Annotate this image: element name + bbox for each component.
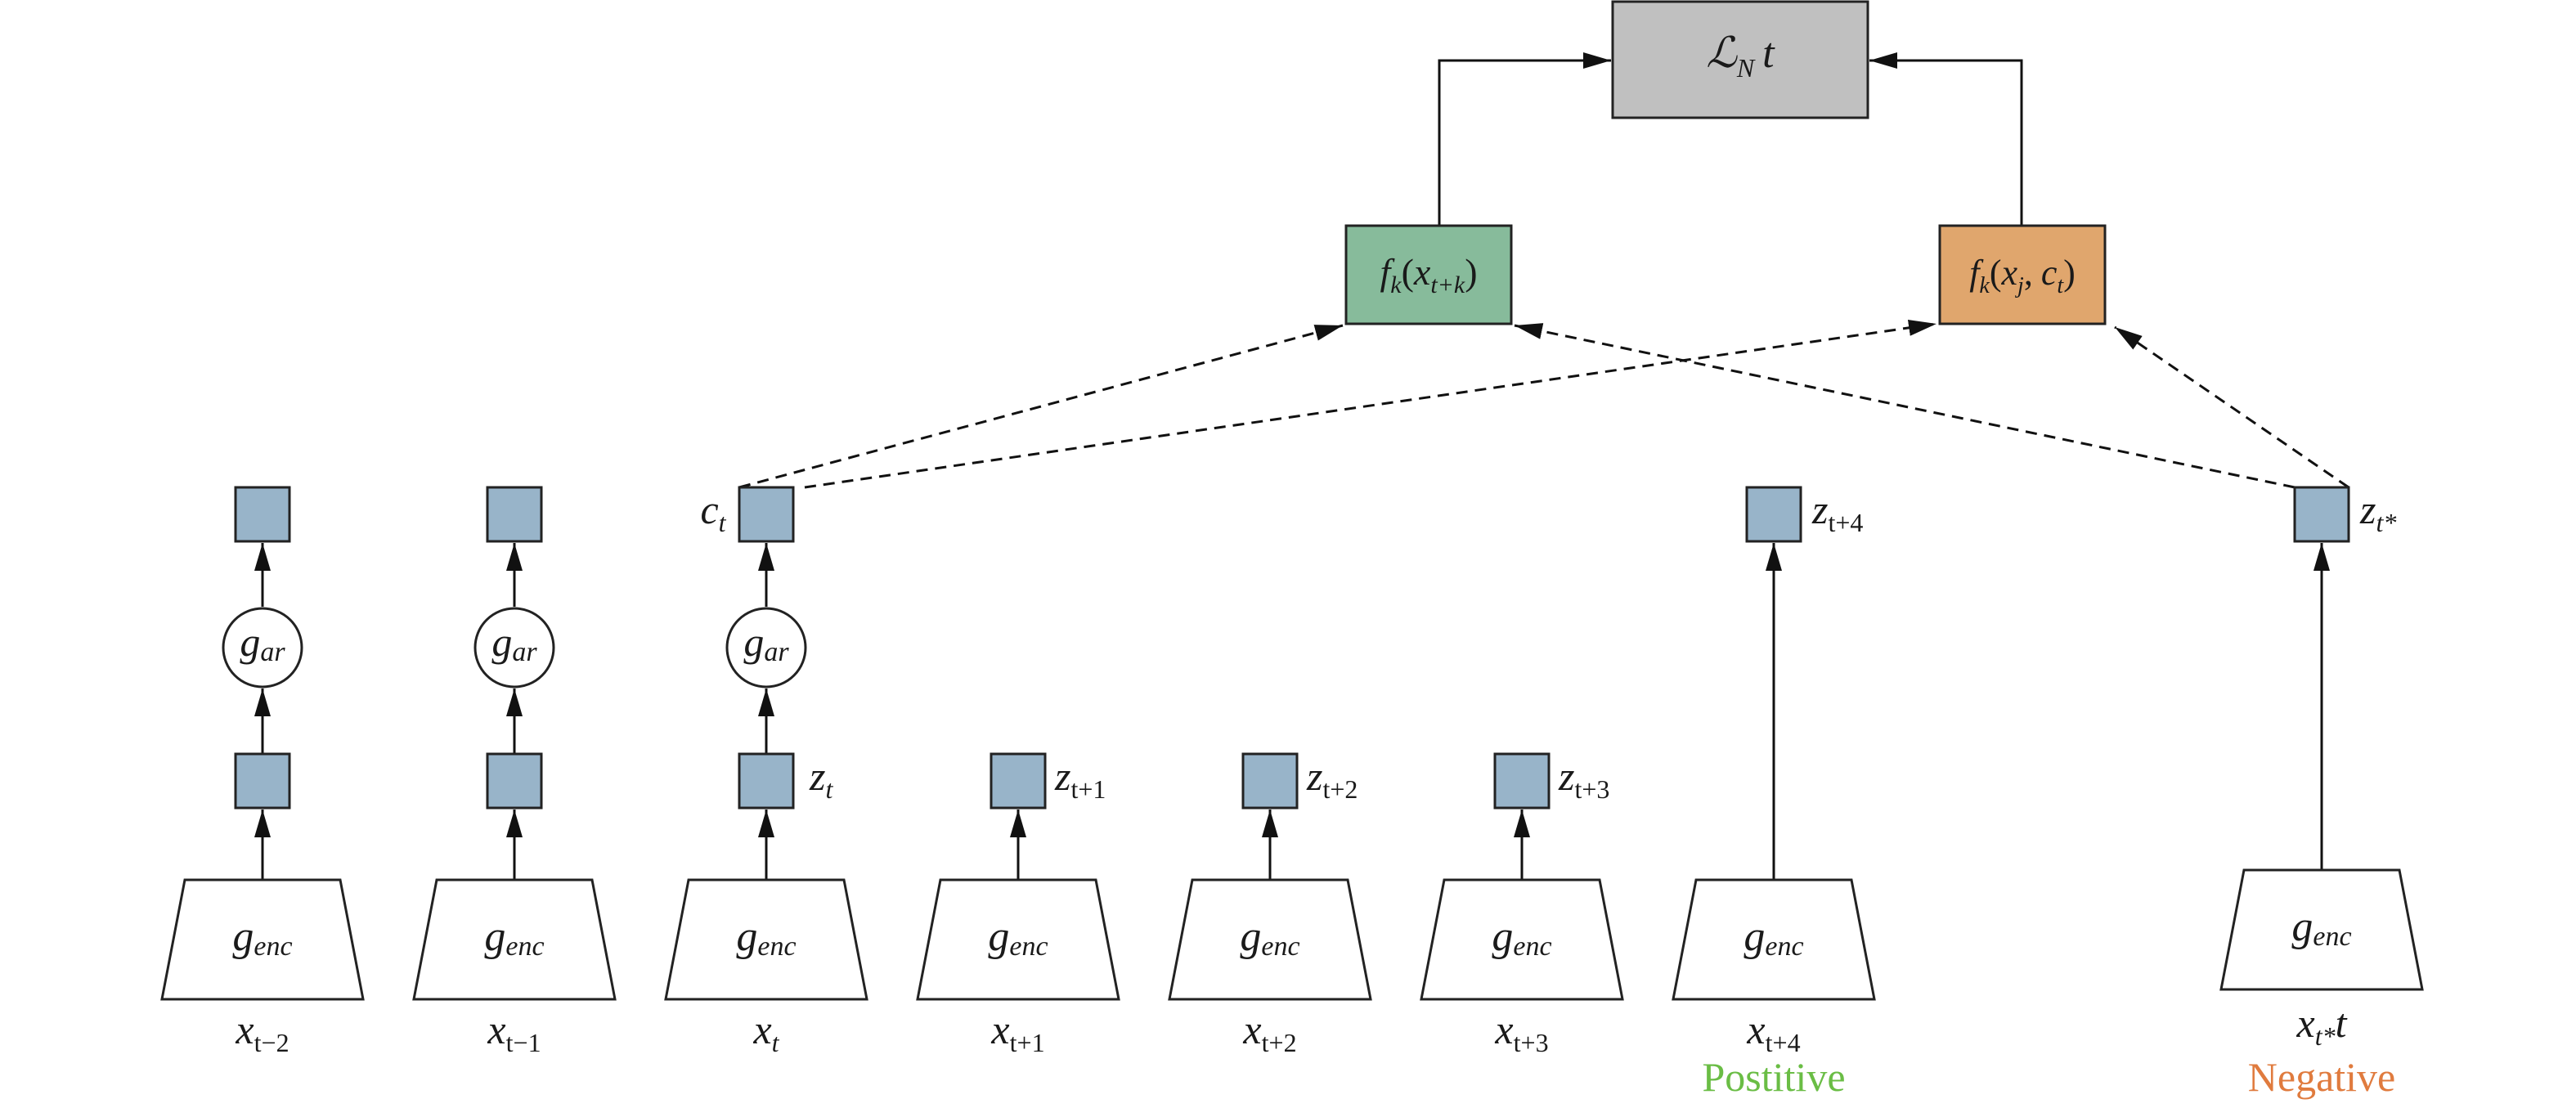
column-t-plus-3: zt+3 genc xt+3: [1420, 752, 1624, 1057]
x-label: xt−2: [235, 1007, 289, 1057]
g-enc-encoder: [1168, 878, 1372, 1001]
z-label: zt+3: [1558, 753, 1609, 804]
g-enc-label: genc: [1492, 913, 1551, 962]
x-label: xt*t: [2296, 1000, 2348, 1051]
x-label: xt+4: [1746, 1007, 1800, 1057]
z-square: [1745, 486, 1802, 543]
context-square: [486, 486, 543, 543]
x-label: xt+1: [990, 1007, 1044, 1057]
x-label: xt−1: [487, 1007, 541, 1057]
dashed-zstar-to-fpos: [1514, 323, 2296, 489]
column-negative: zt* genc xt*t Negative: [2219, 486, 2424, 1100]
column-t-plus-1: zt+1 genc xt+1: [916, 752, 1120, 1057]
g-enc-label: genc: [988, 913, 1048, 962]
g-ar-label: gar: [240, 619, 285, 667]
g-enc-encoder: [1672, 878, 1876, 1001]
z-square: [738, 752, 795, 810]
column-t-minus-2: gar genc xt−2: [160, 486, 365, 1057]
f-positive-box: [1344, 224, 1513, 325]
g-ar-node: [473, 607, 555, 689]
positive-caption: Postitive: [1702, 1054, 1845, 1100]
x-label: xt+3: [1494, 1007, 1548, 1057]
g-enc-label: genc: [1240, 913, 1299, 962]
g-ar-label: gar: [491, 619, 537, 667]
g-enc-encoder: [916, 878, 1120, 1001]
g-enc-label: genc: [736, 913, 796, 962]
column-t-minus-1: gar genc xt−1: [412, 486, 617, 1057]
z-label: zt+1: [1054, 753, 1106, 804]
c-t-label: ct: [700, 487, 726, 537]
f-negative-box: [1938, 224, 2107, 325]
z-square: [486, 752, 543, 810]
f-positive-label: fk(xt+k): [1380, 251, 1477, 298]
loss-box: [1611, 0, 1869, 119]
g-enc-encoder: [412, 878, 617, 1001]
z-square: [1493, 752, 1551, 810]
column-t: ct gar zt genc xt: [664, 486, 868, 1057]
g-enc-label: genc: [2291, 904, 2351, 952]
arrow-fneg-to-loss: [1869, 52, 2023, 226]
dashed-zstar-to-fneg: [2114, 325, 2349, 489]
z-label: zt+4: [1811, 487, 1863, 537]
g-ar-node: [222, 607, 303, 689]
f-negative-label: fk(xj,ct): [1969, 253, 2076, 298]
z-square: [2293, 486, 2350, 543]
x-label: xt+2: [1242, 1007, 1296, 1057]
z-square: [990, 752, 1047, 810]
column-t-plus-2: zt+2 genc xt+2: [1168, 752, 1372, 1057]
g-ar-node: [725, 607, 807, 689]
negative-caption: Negative: [2248, 1054, 2395, 1100]
z-label: zt: [809, 753, 833, 804]
dashed-ct-to-fneg: [804, 319, 1937, 489]
x-label: xt: [752, 1007, 779, 1057]
g-enc-encoder: [664, 878, 868, 1001]
g-enc-encoder: [160, 878, 365, 1001]
g-enc-label: genc: [1744, 913, 1803, 962]
context-square: [738, 486, 795, 543]
z-label: zt+2: [1306, 753, 1358, 804]
g-enc-encoder: [1420, 878, 1624, 1001]
context-square: [234, 486, 291, 543]
g-enc-label: genc: [484, 913, 544, 962]
z-square: [1241, 752, 1299, 810]
column-positive: zt+4 genc xt+4 Postitive: [1672, 486, 1876, 1100]
z-square: [234, 752, 291, 810]
g-ar-label: gar: [743, 619, 789, 667]
g-enc-label: genc: [232, 913, 292, 962]
arrow-fpos-to-loss: [1438, 52, 1611, 226]
dashed-ct-to-fpos: [738, 324, 1344, 489]
g-enc-encoder: [2219, 868, 2424, 991]
z-label: zt*: [2359, 487, 2396, 537]
